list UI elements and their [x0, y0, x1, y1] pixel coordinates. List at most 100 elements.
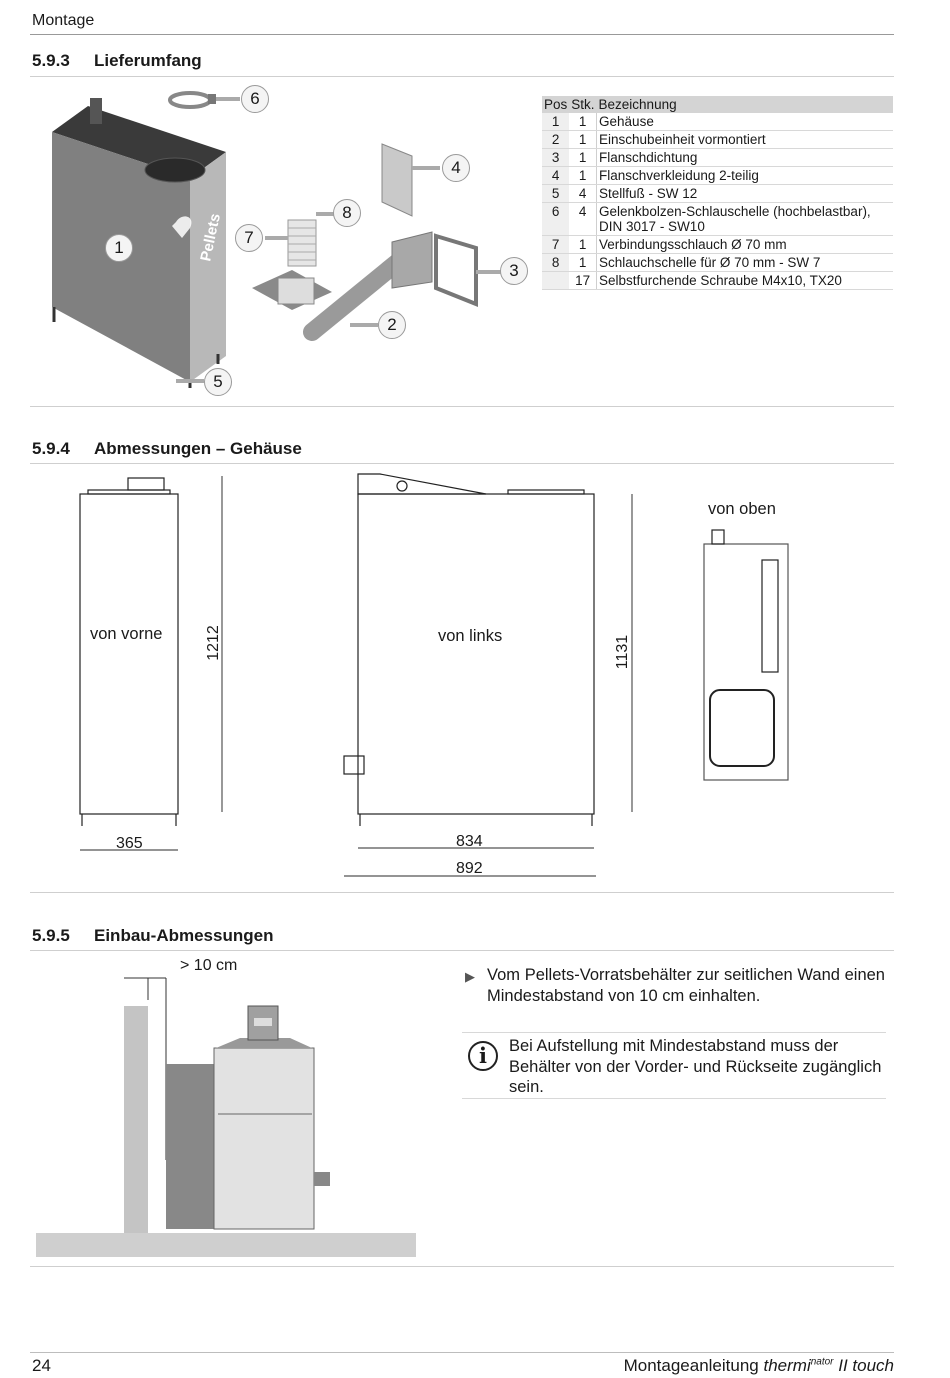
cell-qty: 1	[569, 235, 597, 254]
page-number: 24	[32, 1356, 51, 1375]
callout-8: 8	[333, 199, 361, 227]
info-icon: i	[468, 1041, 498, 1071]
left-view-label: von links	[438, 627, 503, 645]
note-text: Bei Aufstellung mit Mindestabstand muss …	[509, 1037, 882, 1096]
section-title: Lieferumfang	[94, 51, 202, 70]
brand-superscript: nator	[810, 1356, 834, 1368]
housing-opening	[144, 157, 206, 183]
cell-pos: 5	[542, 184, 570, 203]
note-bottom-rule	[462, 1098, 886, 1099]
cell-qty: 1	[569, 148, 597, 167]
boiler-top	[216, 1038, 312, 1048]
section-divider	[30, 406, 894, 407]
heart-logo	[172, 216, 192, 238]
left-view-outlet	[343, 755, 365, 775]
clamp-part	[168, 91, 212, 109]
running-header: Montage	[32, 12, 95, 29]
boiler-display	[254, 1018, 272, 1026]
column-header-qty: Stk.	[569, 96, 597, 113]
column-header-desc: Bezeichnung	[596, 96, 893, 113]
callout-5: 5	[204, 368, 232, 396]
boiler-body	[213, 1047, 315, 1230]
cell-pos: 1	[542, 113, 570, 131]
cell-qty: 17	[569, 271, 597, 290]
side-wall	[124, 1006, 148, 1233]
front-view-lid	[87, 489, 171, 495]
clamp-bolt	[208, 94, 216, 104]
cell-qty: 4	[569, 184, 597, 203]
cell-qty: 1	[569, 130, 597, 149]
section-number: 5.9.5	[32, 926, 70, 945]
section-heading-lieferumfang: 5.9.3 Lieferumfang	[32, 51, 202, 71]
callout-1: 1	[105, 234, 133, 262]
cell-pos: 4	[542, 166, 570, 185]
left-view-knob	[396, 480, 408, 492]
hose-part	[287, 219, 317, 267]
cell-desc: Flanschverkleidung 2-teilig	[596, 166, 893, 185]
cell-pos: 7	[542, 235, 570, 254]
cell-pos: 6	[542, 202, 570, 236]
pellet-container	[166, 1064, 214, 1229]
section-number: 5.9.3	[32, 51, 70, 70]
callout-2: 2	[378, 311, 406, 339]
header-rule	[30, 34, 894, 35]
boiler-flue	[314, 1172, 330, 1186]
front-view-body	[79, 493, 179, 815]
housing-port	[90, 98, 102, 124]
top-view-body	[703, 543, 789, 781]
callout-7: 7	[235, 224, 263, 252]
callout-6: 6	[241, 85, 269, 113]
info-note: i Bei Aufstellung mit Mindestabstand mus…	[462, 1033, 886, 1099]
cell-desc: Selbstfurchende Schraube M4x10, TX20	[596, 271, 893, 290]
top-view-label: von oben	[708, 500, 776, 518]
callout-4: 4	[442, 154, 470, 182]
left-inner-width-value: 834	[456, 833, 483, 850]
cell-desc: Schlauchschelle für Ø 70 mm - SW 7	[596, 253, 893, 272]
gap-label: > 10 cm	[180, 957, 238, 974]
cell-qty: 1	[569, 166, 597, 185]
floor	[36, 1233, 416, 1257]
section-rule	[30, 76, 894, 77]
front-view-port	[127, 477, 165, 491]
front-width-value: 365	[116, 835, 143, 852]
gasket-part	[434, 233, 478, 307]
doc-prefix: Montageanleitung	[623, 1356, 764, 1375]
instruction-text: Vom Pellets-Vorratsbehälter zur seitlich…	[487, 966, 885, 1005]
section-heading-abmessungen: 5.9.4 Abmessungen – Gehäuse	[32, 439, 302, 459]
left-view-hopper	[357, 473, 487, 495]
brand-suffix: II touch	[833, 1356, 894, 1375]
cell-desc: Stellfuß - SW 12	[596, 184, 893, 203]
column-header-pos: Pos	[542, 96, 570, 113]
callout-3: 3	[500, 257, 528, 285]
top-view-auger	[761, 559, 779, 673]
installation-illustration	[36, 977, 416, 1257]
section-title: Abmessungen – Gehäuse	[94, 439, 302, 458]
cell-desc: Gelenkbolzen-Schlauschelle (hochbelastba…	[596, 202, 893, 236]
cell-qty: 1	[569, 113, 597, 131]
section-rule	[30, 463, 894, 464]
left-outer-width-value: 892	[456, 860, 483, 877]
note-top-rule	[462, 1032, 886, 1033]
cell-pos: 3	[542, 148, 570, 167]
section-number: 5.9.4	[32, 439, 70, 458]
instruction-bullet: ▶ Vom Pellets-Vorratsbehälter zur seitli…	[465, 965, 885, 1007]
top-view-opening	[709, 689, 775, 767]
cell-desc: Verbindungsschlauch Ø 70 mm	[596, 235, 893, 254]
flange-cover-part	[381, 143, 413, 217]
cell-desc: Einschubeinheit vormontiert	[596, 130, 893, 149]
cell-qty: 1	[569, 253, 597, 272]
front-height-value: 1212	[204, 625, 222, 661]
section-divider	[30, 1266, 894, 1267]
cell-pos: 8	[542, 253, 570, 272]
cell-pos: 2	[542, 130, 570, 149]
